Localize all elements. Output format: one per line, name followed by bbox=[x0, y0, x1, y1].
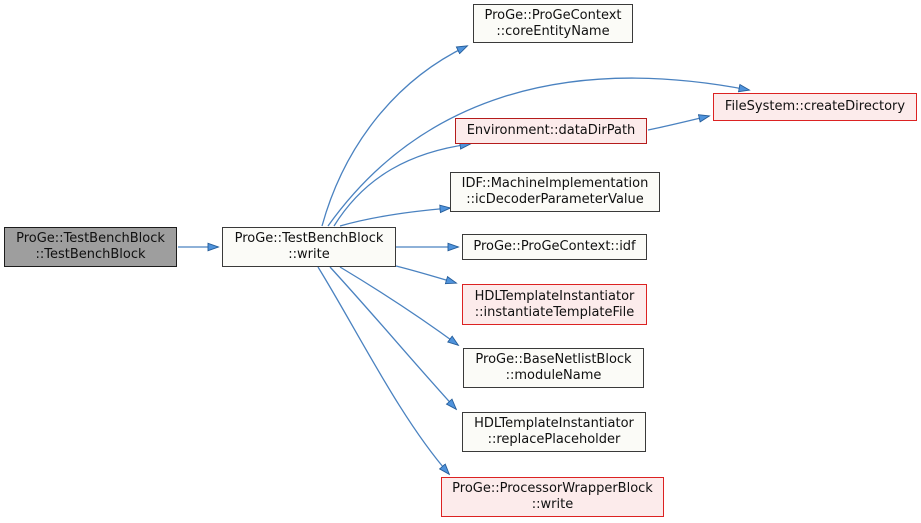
node-proge-basenetlistblock-modulename[interactable]: ProGe::BaseNetlistBlock ::moduleName bbox=[463, 348, 644, 388]
node-proge-testbenchblock-testbenchblock: ProGe::TestBenchBlock ::TestBenchBlock bbox=[4, 227, 177, 267]
edge-write-to-instantiatetemplatefile bbox=[395, 265, 456, 283]
node-proge-processorwrapperblock-write[interactable]: ProGe::ProcessorWrapperBlock ::write bbox=[441, 477, 664, 517]
edge-datadirpath-to-createdirectory bbox=[647, 116, 709, 131]
edge-write-to-processorwrapperblock-write bbox=[317, 266, 449, 474]
edge-write-to-icdecoderparametervalue bbox=[339, 208, 450, 227]
node-proge-progecontext-idf[interactable]: ProGe::ProGeContext::idf bbox=[462, 234, 647, 260]
edge-write-to-replaceplaceholder bbox=[329, 266, 456, 409]
node-proge-testbenchblock-write[interactable]: ProGe::TestBenchBlock ::write bbox=[222, 227, 396, 267]
node-filesystem-createdirectory[interactable]: FileSystem::createDirectory bbox=[713, 93, 917, 121]
edge-write-to-coreentityname bbox=[321, 46, 467, 227]
node-environment-datadirpath[interactable]: Environment::dataDirPath bbox=[455, 118, 647, 144]
node-hdltemplateinstantiator-replaceplaceholder[interactable]: HDLTemplateInstantiator ::replacePlaceho… bbox=[462, 412, 646, 452]
edge-write-to-createdirectory bbox=[327, 77, 749, 227]
node-idf-machineimplementation-icdecoderparametervalue[interactable]: IDF::MachineImplementation ::icDecoderPa… bbox=[450, 172, 660, 212]
node-hdltemplateinstantiator-instantiatetemplatefile[interactable]: HDLTemplateInstantiator ::instantiateTem… bbox=[462, 284, 647, 325]
edge-write-to-datadirpath bbox=[333, 144, 470, 227]
node-proge-progecontext-coreentityname[interactable]: ProGe::ProGeContext ::coreEntityName bbox=[473, 4, 633, 43]
edge-write-to-modulename bbox=[339, 266, 458, 345]
